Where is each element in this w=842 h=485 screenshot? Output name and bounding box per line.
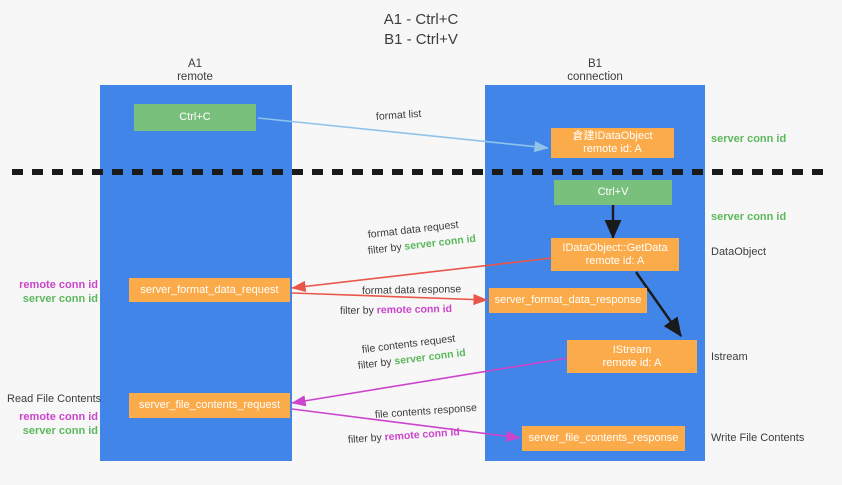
box-server-file-contents-response[interactable]: server_file_contents_response — [522, 426, 685, 451]
edge-label-file-contents-response: file contents response — [374, 401, 478, 421]
filter-prefix: filter by — [367, 240, 406, 257]
filter-prefix: filter by — [339, 304, 377, 317]
box-server-format-data-request[interactable]: server_format_data_request — [129, 278, 290, 302]
left-annotation-group-top: remote conn id server conn id — [8, 278, 98, 306]
filter-value-remote-conn-id: remote conn id — [384, 426, 461, 444]
left-annotation-group-bottom: remote conn id server conn id — [8, 410, 98, 438]
lane-header-a1: A1 remote — [120, 58, 270, 84]
edge-label-format-data-response-filter: filter by remote conn id — [340, 303, 452, 318]
right-annotation-write-file-contents: Write File Contents — [711, 432, 805, 444]
box-server-file-contents-request[interactable]: server_file_contents_request — [129, 393, 290, 418]
box-server-format-data-response[interactable]: server_format_data_response — [489, 288, 647, 313]
box-idataobject-getdata[interactable]: IDataObject::GetData remote id: A — [551, 238, 679, 271]
filter-value-remote-conn-id: remote conn id — [376, 303, 453, 317]
right-annotation-server-conn-id-top: server conn id — [711, 133, 787, 145]
left-annotation-server-conn-id-top: server conn id — [22, 293, 98, 305]
box-ctrl-v[interactable]: Ctrl+V — [554, 180, 672, 205]
box-ctrl-c[interactable]: Ctrl+C — [134, 104, 256, 131]
lane-header-b1: B1 connection — [520, 58, 670, 84]
edge-label-format-data-response: format data response — [361, 283, 462, 297]
lane-header-b1-name: B1 — [587, 58, 603, 70]
box-idataobject-create[interactable]: 倉建IDataObject remote id: A — [551, 128, 674, 158]
filter-prefix: filter by — [357, 355, 396, 372]
lane-header-a1-sub: remote — [177, 71, 213, 83]
lane-header-b1-sub: connection — [567, 71, 623, 83]
lane-header-a1-name: A1 — [187, 58, 203, 70]
edge-label-format-list: format list — [375, 107, 422, 123]
right-annotation-istream: Istream — [711, 351, 748, 363]
filter-prefix: filter by — [347, 431, 386, 446]
left-annotation-remote-conn-id-bottom: remote conn id — [19, 411, 98, 423]
right-annotation-dataobject: DataObject — [711, 246, 767, 258]
edge-label-file-contents-response-filter: filter by remote conn id — [348, 426, 461, 447]
box-istream[interactable]: IStream remote id: A — [567, 340, 697, 373]
left-annotation-server-conn-id-bottom: server conn id — [22, 425, 98, 437]
page-title: A1 - Ctrl+C B1 - Ctrl+V — [383, 11, 459, 48]
left-annotation-read-file-contents: Read File Contents — [7, 393, 102, 405]
right-annotation-server-conn-id-second: server conn id — [711, 211, 787, 223]
left-annotation-remote-conn-id-top: remote conn id — [19, 279, 98, 291]
